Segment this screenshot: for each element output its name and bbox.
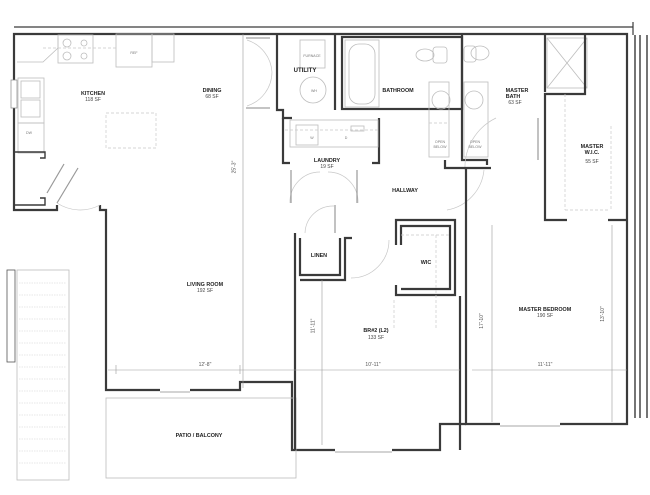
dim-br2-height: 11'-11" xyxy=(310,318,317,334)
room-area-laundry: 19 SF xyxy=(320,164,334,170)
room-area-master-bath: 63 SF xyxy=(508,100,522,106)
dim-living-height: 25'-3" xyxy=(231,160,238,174)
room-area-br2: 133 SF xyxy=(367,335,385,341)
room-label-wic: WIC xyxy=(420,260,432,266)
stove xyxy=(57,34,94,64)
shower xyxy=(546,37,588,89)
fixture-label-ref: REF xyxy=(130,51,138,55)
room-label-living-room: LIVING ROOM xyxy=(186,282,224,288)
bathtub xyxy=(348,43,376,105)
room-label-bathroom: BATHROOM xyxy=(382,88,414,94)
fixture-label-furnace: FURNACE xyxy=(303,54,321,58)
fixture-label-open-below-2-line1: OPEN xyxy=(469,140,481,144)
room-area-dining: 68 SF xyxy=(205,94,219,100)
room-label-master-wic-line1: MASTER xyxy=(580,144,604,150)
room-area-living-room: 192 SF xyxy=(196,288,214,294)
kitchen-island xyxy=(105,112,157,149)
fixture-label-washer: W xyxy=(310,136,314,140)
room-area-master-wic: 55 SF xyxy=(585,159,599,165)
room-area-master-bedroom: 190 SF xyxy=(536,313,554,319)
room-label-master-bath-line1: MASTER xyxy=(505,88,529,94)
room-label-br2: BR#2 (L2) xyxy=(363,328,389,334)
dim-br2-width: 10'-11" xyxy=(365,362,381,368)
fixture-label-wh: WH xyxy=(311,89,317,93)
exterior-wall-top xyxy=(12,32,629,418)
room-label-patio: PATIO / BALCONY xyxy=(175,433,223,439)
room-label-kitchen: KITCHEN xyxy=(81,91,105,97)
dim-master-width: 11'-11" xyxy=(537,362,553,368)
room-label-dining: DINING xyxy=(202,88,222,94)
fixture-label-open-below-1-line1: OPEN xyxy=(434,140,446,144)
fixture-label-open-below-2-line2: BELOW xyxy=(468,145,482,149)
fixture-label-dw: DW xyxy=(26,131,32,135)
dim-master-height-left: 17'-10" xyxy=(478,313,485,329)
toilet xyxy=(415,48,435,62)
room-label-linen: LINEN xyxy=(310,253,328,259)
room-label-master-bath-line2: BATH xyxy=(505,94,521,100)
bath-sink xyxy=(431,90,451,110)
dim-master-height-right: 13'-10" xyxy=(599,306,606,322)
fixture-label-dryer: D xyxy=(344,136,348,140)
dim-living-width: 12'-8" xyxy=(198,362,212,368)
room-area-kitchen: 118 SF xyxy=(85,97,101,103)
room-label-utility: UTILITY xyxy=(293,68,317,74)
washer xyxy=(295,124,319,146)
stairs xyxy=(16,269,70,481)
room-label-master-bedroom: MASTER BEDROOM xyxy=(518,307,572,313)
room-label-master-wic-line2: W.I.C. xyxy=(584,150,600,156)
room-label-hallway: HALLWAY xyxy=(392,188,418,194)
fixture-label-open-below-1-line2: BELOW xyxy=(433,145,447,149)
room-label-laundry: LAUNDRY xyxy=(313,158,341,164)
